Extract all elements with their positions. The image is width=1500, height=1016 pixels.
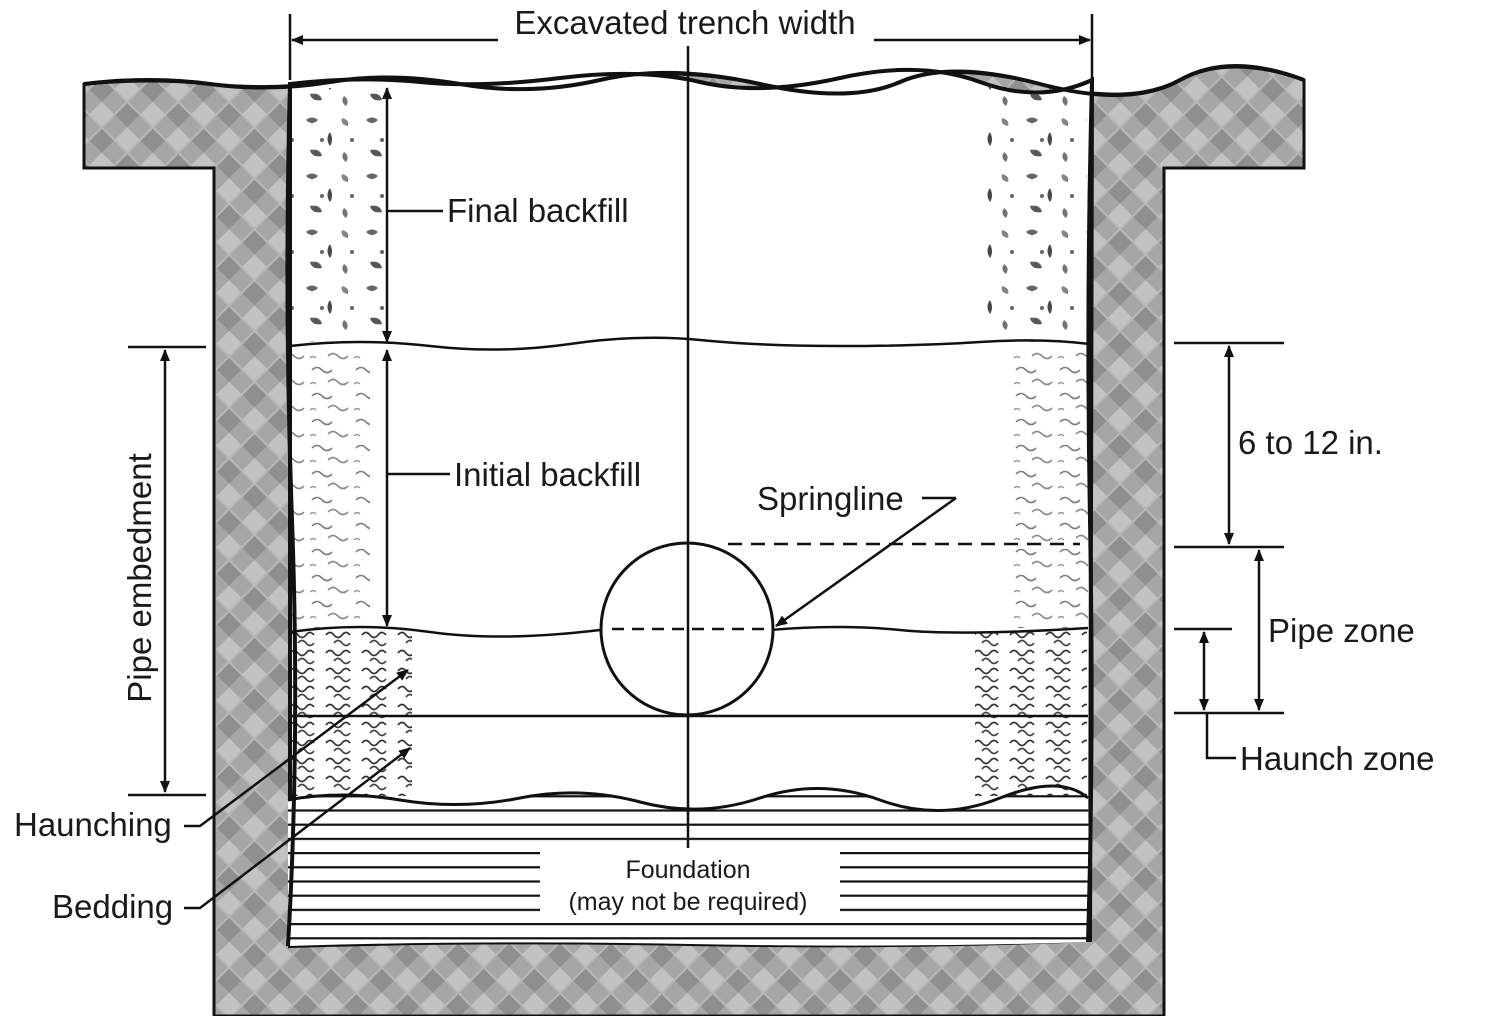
pipe-embedment-label: Pipe embedment: [121, 453, 158, 702]
final-backfill-texture-right: [985, 86, 1087, 342]
initial-backfill-texture-left: [292, 348, 370, 628]
trench-width-label: Excavated trench width: [514, 4, 855, 41]
haunch-zone-label: Haunch zone: [1240, 740, 1434, 777]
final-backfill-label: Final backfill: [447, 192, 629, 229]
haunching-label: Haunching: [14, 806, 172, 843]
foundation-top-line: [287, 784, 1089, 812]
ground-surface: [83, 64, 1305, 98]
initial-backfill-label: Initial backfill: [454, 456, 641, 493]
initial-backfill-texture-right: [1010, 348, 1088, 628]
haunch-zone-leader: [1205, 713, 1236, 760]
bedding-label: Bedding: [52, 888, 173, 925]
final-backfill-texture-left: [292, 88, 387, 342]
foundation-label-bg: [540, 852, 840, 920]
bedding-leader: [184, 747, 411, 910]
final-initial-boundary: [289, 336, 1091, 351]
pipe-zone-label: Pipe zone: [1268, 612, 1415, 649]
springline-arrow: [775, 496, 957, 628]
foundation-note: (may not be required): [568, 888, 807, 916]
trench-wall-left: [285, 83, 298, 947]
bedding-top-line: [289, 625, 1089, 638]
haunching-leader: [184, 669, 409, 828]
trench-wall-right: [1086, 81, 1094, 943]
trench-width-label-bg: [498, 4, 874, 44]
foundation-label: Foundation: [625, 856, 750, 884]
haunch-texture-right: [975, 630, 1087, 796]
springline-label: Springline: [757, 480, 904, 517]
six-to-twelve-label: 6 to 12 in.: [1238, 424, 1383, 461]
